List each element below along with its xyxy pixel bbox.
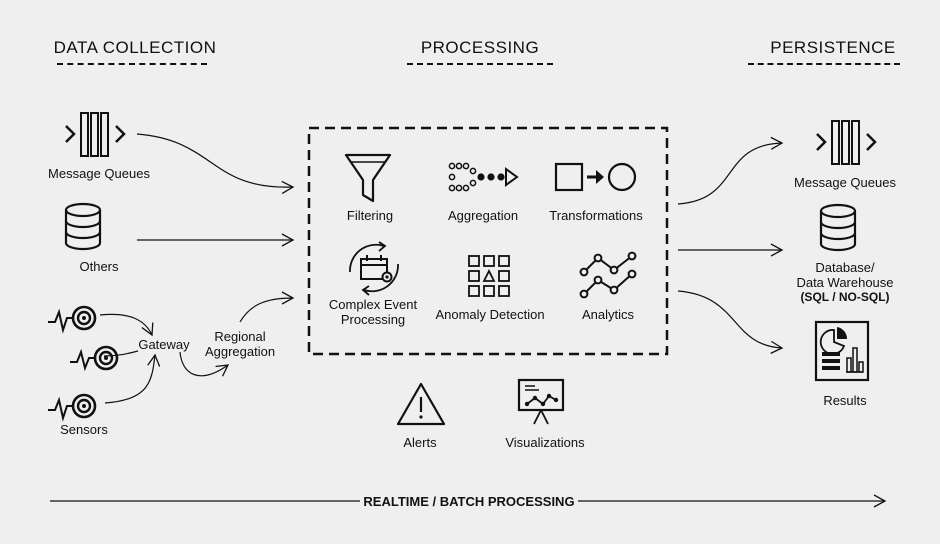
header-processing: PROCESSING [420, 38, 540, 57]
queue-icon [65, 112, 126, 157]
grid-icon [468, 255, 510, 297]
label-persist-message-queues: Message Queues [794, 175, 896, 190]
label-sensors: Sensors [60, 422, 108, 437]
sensor-icon [70, 345, 119, 372]
queue-to-processing-arrow [136, 133, 295, 194]
sensor1-to-gateway-arrow [99, 313, 154, 337]
label-aggregation: Aggregation [204, 344, 276, 359]
warning-icon [396, 382, 446, 426]
aggregation-icon [448, 162, 519, 192]
label-anomaly-detection: Anomaly Detection [435, 307, 545, 322]
header-underline [748, 63, 900, 65]
sensor2-to-gateway-line [103, 350, 139, 357]
database-icon [819, 203, 857, 252]
label-database: Database/ [815, 260, 875, 275]
label-analytics: Analytics [581, 307, 635, 322]
label-sql-nosql: (SQL / NO-SQL) [800, 290, 890, 304]
processing-to-queue-arrow [677, 136, 784, 205]
label-message-queues: Message Queues [48, 166, 150, 181]
gateway-to-regional-arrow [179, 351, 230, 377]
label-complex-event: Complex Event [328, 297, 418, 312]
cycle-calendar-icon [349, 241, 399, 296]
label-others: Others [79, 259, 119, 274]
timeline-label: REALTIME / BATCH PROCESSING [363, 494, 575, 509]
transform-icon [554, 162, 637, 192]
presentation-icon [517, 378, 565, 425]
sensor3-to-gateway-arrow [104, 353, 161, 404]
label-filtering: Filtering [346, 208, 394, 223]
label-aggregation-step: Aggregation [447, 208, 519, 223]
sensor-icon [48, 393, 97, 422]
processing-to-results-arrow [677, 290, 784, 354]
processing-box [307, 126, 669, 356]
header-underline [407, 63, 553, 65]
label-visualizations: Visualizations [505, 435, 585, 450]
sensor-icon [48, 305, 97, 334]
regional-to-processing-arrow [239, 291, 295, 323]
label-processing: Processing [340, 312, 406, 327]
label-gateway: Gateway [138, 337, 190, 352]
label-alerts: Alerts [403, 435, 437, 450]
header-data-collection: DATA COLLECTION [53, 38, 217, 57]
database-icon [64, 202, 102, 251]
line-chart-icon [579, 251, 637, 299]
funnel-icon [344, 153, 392, 203]
label-regional: Regional [214, 329, 266, 344]
label-data-warehouse: Data Warehouse [796, 275, 894, 290]
report-icon [814, 320, 870, 382]
header-persistence: PERSISTENCE [770, 38, 896, 57]
header-underline [57, 63, 207, 65]
label-results: Results [823, 393, 867, 408]
queue-icon [816, 120, 877, 165]
label-transformations: Transformations [549, 208, 643, 223]
